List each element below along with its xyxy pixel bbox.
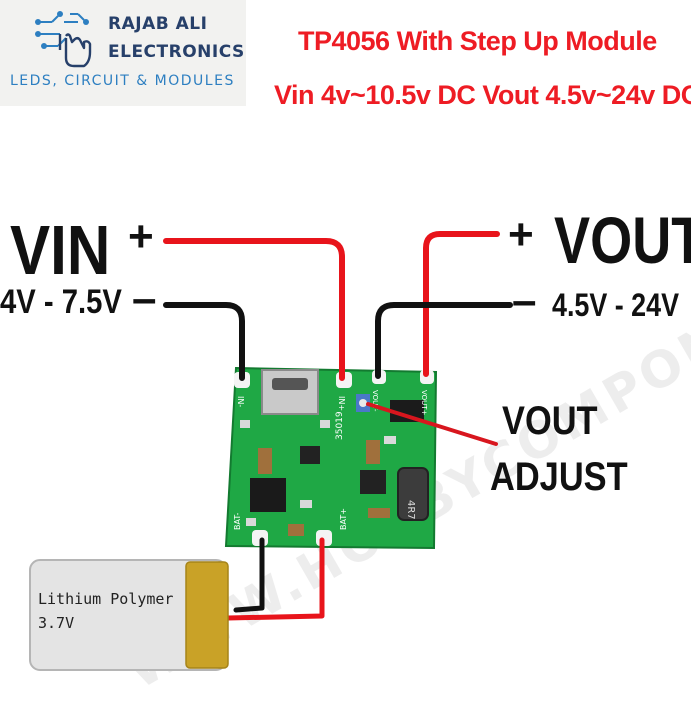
wires xyxy=(163,231,513,621)
inductor xyxy=(397,467,429,521)
circuit-hand-icon xyxy=(35,11,92,68)
wire-bat-negative xyxy=(233,537,265,613)
pad-label-in-minus: IN- xyxy=(236,396,245,407)
adjust-label-line2: ADJUST xyxy=(490,455,628,499)
title-line2: Vin 4v~10.5v DC Vout 4.5v~24v DC xyxy=(274,80,691,110)
battery-label-type: Lithium Polymer xyxy=(38,590,173,608)
brand-logo: RAJAB ALI ELECTRONICS LEDS, CIRCUIT & MO… xyxy=(0,0,246,106)
micro-usb-port xyxy=(261,369,319,415)
adjust-label-line1: VOUT xyxy=(502,399,598,443)
pad-label-in-plus: IN+ xyxy=(337,396,346,411)
logo-tagline: LEDS, CIRCUIT & MODULES xyxy=(10,73,235,89)
pad-label-vout-minus: VOUT- xyxy=(371,390,379,412)
vin-label: VIN xyxy=(10,211,111,289)
battery-label-voltage: 3.7V xyxy=(38,614,74,632)
adjust-pointer-line xyxy=(366,402,498,446)
wire-vout-positive xyxy=(423,231,500,377)
silk-code: 35019 xyxy=(335,411,345,440)
lipo-battery: Lithium Polymer 3.7V xyxy=(29,559,229,671)
pcb-board: IN- IN+ VOUT- VOUT+ BAT- BAT+ 35019 4R7 xyxy=(224,366,438,550)
vout-label: VOUT xyxy=(554,203,691,277)
vin-range: 4V - 7.5V xyxy=(0,283,122,321)
pad-label-vout-plus: VOUT+ xyxy=(420,390,428,416)
wire-bat-positive xyxy=(225,537,325,621)
wire-vin-positive xyxy=(163,238,345,381)
pad-label-bat-plus: BAT+ xyxy=(339,508,348,530)
title-line1: TP4056 With Step Up Module xyxy=(298,26,657,56)
inductor-label: 4R7 xyxy=(405,500,416,520)
logo-name-line2: ELECTRONICS xyxy=(108,42,245,62)
vout-minus-sign: – xyxy=(512,276,537,325)
vout-plus-sign: + xyxy=(508,210,534,259)
tp4056-chip xyxy=(250,478,286,512)
wire-vout-negative xyxy=(375,302,513,379)
vout-range: 4.5V - 24V xyxy=(552,287,680,323)
wire-vin-negative xyxy=(163,302,245,381)
logo-name-line1: RAJAB ALI xyxy=(108,14,208,34)
vin-minus-sign: – xyxy=(132,274,157,323)
vin-plus-sign: + xyxy=(128,212,154,261)
pad-label-bat-minus: BAT- xyxy=(233,513,242,530)
